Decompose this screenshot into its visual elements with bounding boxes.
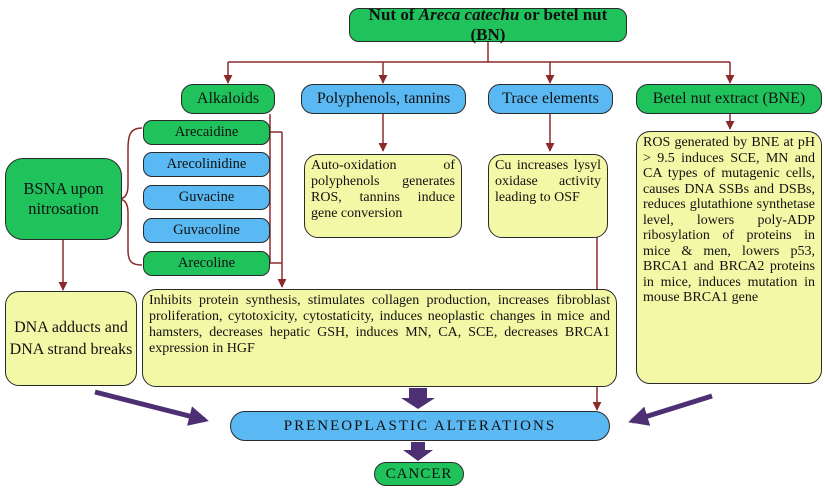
polyphenols-effect: Auto-oxidation of polyphenols generates … xyxy=(304,154,462,238)
alkaloid-arecolinidine: Arecolinidine xyxy=(143,152,270,177)
alkaloid-guvacine: Guvacine xyxy=(143,185,270,210)
title-italic: Areca catechu xyxy=(418,5,520,24)
preneoplastic-alterations-node: PRENEOPLASTIC ALTERATIONS xyxy=(230,411,610,441)
title-node: Nut of Areca catechu or betel nut (BN) xyxy=(349,5,627,44)
bsna-node: BSNA upon nitrosation xyxy=(5,158,122,240)
dna-damage-node: DNA adducts and DNA strand breaks xyxy=(5,291,137,386)
category-trace-elements: Trace elements xyxy=(488,84,613,114)
trace-elements-effect: Cu increases lysyl oxidase activity lead… xyxy=(488,154,608,238)
alkaloid-guvacoline: Guvacoline xyxy=(143,218,270,243)
bne-effect: ROS generated by BNE at pH > 9.5 induces… xyxy=(636,131,822,384)
alkaloids-effect: Inhibits protein synthesis, stimulates c… xyxy=(142,289,617,387)
cancer-node: CANCER xyxy=(374,462,464,486)
title-prefix: Nut of xyxy=(368,5,419,24)
alkaloid-arecoline: Arecoline xyxy=(143,251,270,276)
category-betel-nut-extract: Betel nut extract (BNE) xyxy=(636,84,822,114)
category-alkaloids: Alkaloids xyxy=(181,84,275,114)
alkaloid-arecaidine: Arecaidine xyxy=(143,120,270,145)
category-polyphenols: Polyphenols, tannins xyxy=(301,84,466,114)
title-suffix: or betel nut (BN) xyxy=(470,5,608,44)
